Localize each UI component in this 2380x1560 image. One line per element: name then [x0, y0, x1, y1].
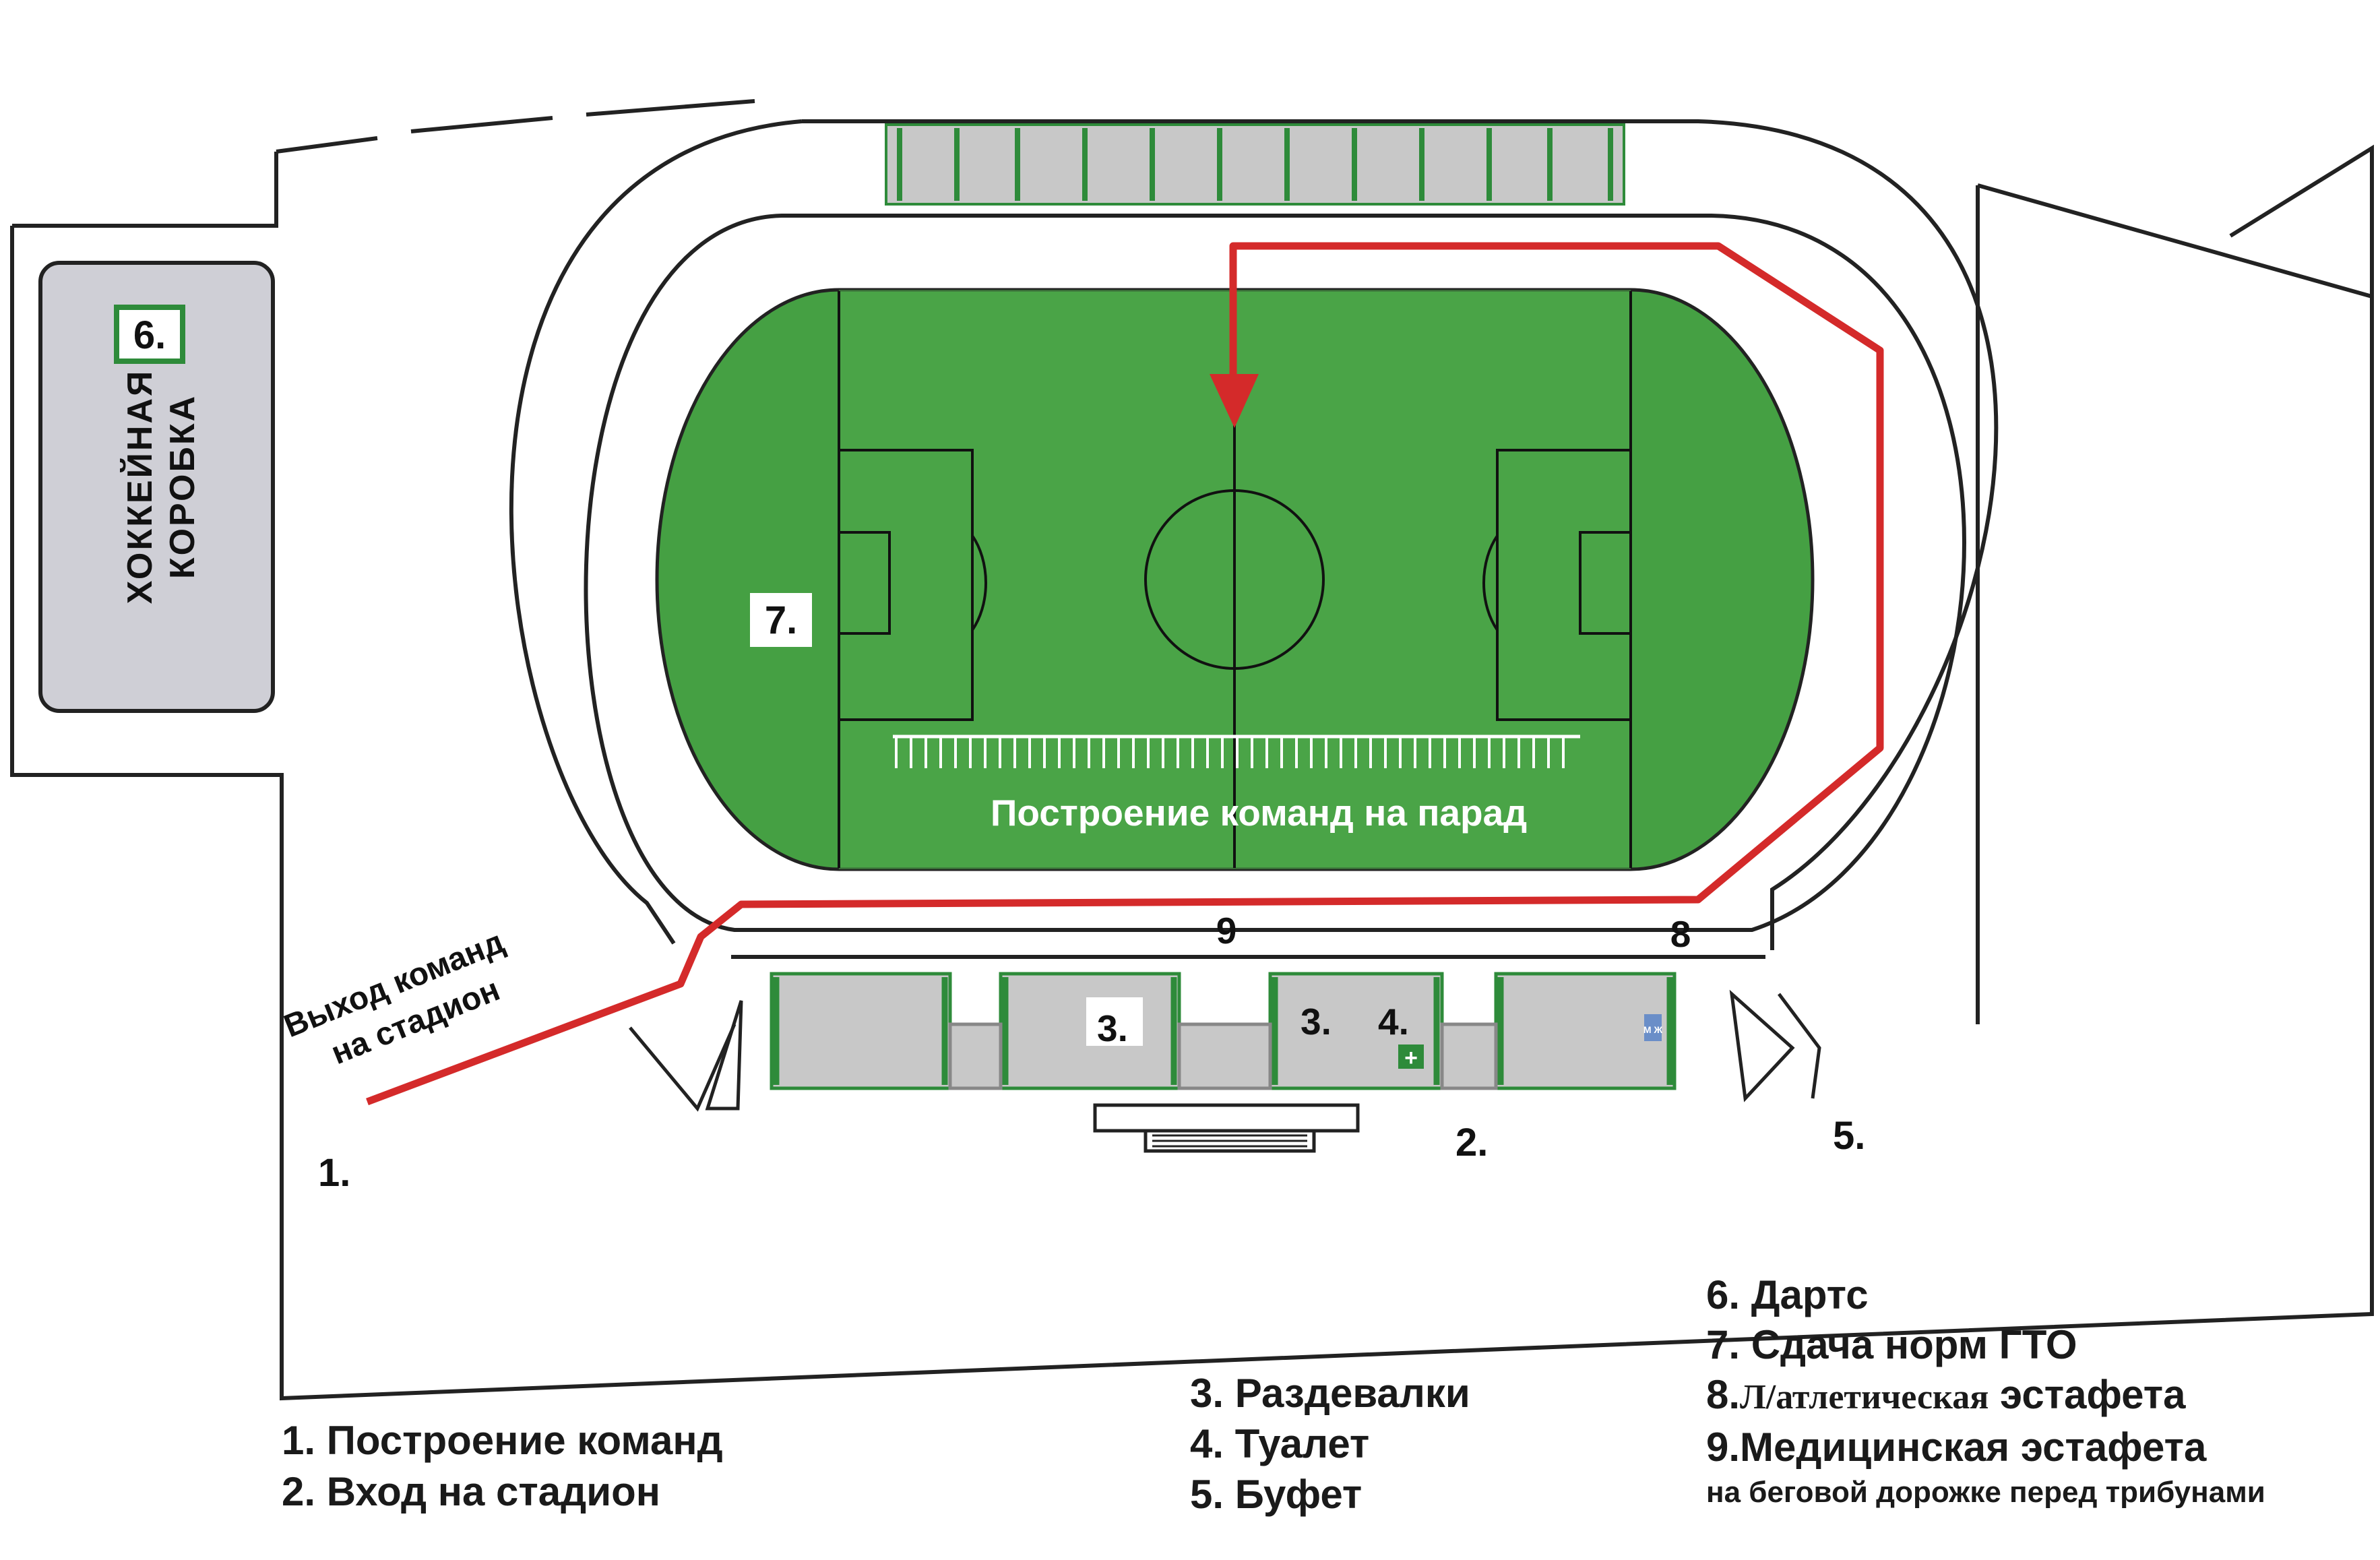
route-arrow-icon: [1210, 374, 1259, 428]
first-aid-icon: [1398, 1044, 1424, 1069]
marker-8: 8: [1670, 913, 1691, 955]
legend-item-9: 9.Медицинская эстафета: [1706, 1425, 2207, 1470]
legend-item-2: 2. Вход на стадион: [282, 1469, 661, 1514]
parade-label: Построение команд на парад: [991, 792, 1527, 834]
legend-right: 6. Дартс 7. Сдача норм ГТО 8.Л/атлетичес…: [1706, 1270, 2265, 1513]
marker-3a-box: [1086, 997, 1143, 1046]
legend-item-7: 7. Сдача норм ГТО: [1706, 1322, 2077, 1367]
hockey-box-label: ХОККЕЙНАЯ: [120, 369, 160, 604]
marker-9: 9: [1216, 910, 1237, 951]
top-stand: [885, 123, 1625, 206]
legend-item-3: 3. Раздевалки: [1190, 1371, 1470, 1416]
legend-left: 1. Построение команд 2. Вход на стадион: [282, 1415, 723, 1518]
lower-buildings: [629, 972, 1821, 1153]
marker-6: 6.: [133, 313, 166, 357]
legend-item-6: 6. Дартс: [1706, 1272, 1869, 1317]
marker-7-box: [750, 593, 812, 647]
marker-3b: 3.: [1301, 1001, 1332, 1042]
football-field[interactable]: Построение команд на парад 7.: [655, 288, 1815, 871]
legend-item-1: 1. Построение команд: [282, 1418, 723, 1463]
marker-3a: 3.: [1097, 1007, 1128, 1049]
svg-text:+: +: [1404, 1045, 1418, 1071]
team-route: [366, 242, 1884, 1106]
svg-text:М Ж: М Ж: [1643, 1024, 1663, 1035]
marker-7: 7.: [765, 598, 797, 642]
marker-5: 5.: [1833, 1114, 1865, 1158]
legend-item-5: 5. Буфет: [1190, 1472, 1363, 1517]
hockey-box-label-2: КОРОБКА: [163, 394, 202, 579]
legend-item-8: 8.Л/атлетическая эстафета: [1706, 1372, 2186, 1417]
parade-ticks: [895, 737, 1565, 768]
legend-middle: 3. Раздевалки 4. Туалет 5. Буфет: [1190, 1368, 1470, 1520]
marker-2: 2.: [1455, 1121, 1488, 1164]
territory-outline: [10, 99, 2374, 1401]
hockey-box[interactable]: 6. ХОККЕЙНАЯ КОРОБКА: [38, 261, 275, 713]
legend-item-9-note: на беговой дорожке перед трибунами: [1706, 1476, 2265, 1509]
restroom-icon: [1644, 1014, 1662, 1041]
stadium-ring: [509, 119, 1999, 959]
legend-item-4: 4. Туалет: [1190, 1421, 1370, 1466]
marker-6-box: [114, 305, 185, 364]
marker-1: 1.: [318, 1151, 350, 1195]
marker-4: 4.: [1378, 1001, 1409, 1042]
